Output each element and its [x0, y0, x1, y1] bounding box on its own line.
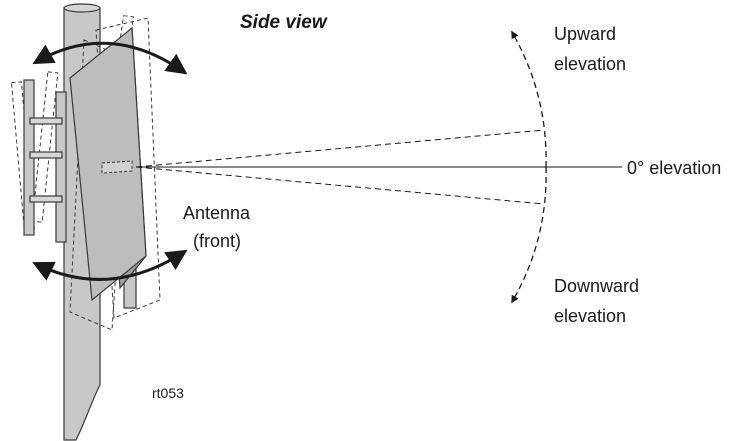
downward-elevation-label-line2: elevation: [554, 306, 626, 326]
downward-elevation-label-line1: Downward: [554, 276, 639, 296]
upward-elevation-label-line1: Upward: [554, 24, 616, 44]
antenna-label-line2: (front): [193, 231, 241, 251]
antenna-dish: [69, 26, 147, 302]
tilt-arrow-top: [32, 41, 188, 75]
figure-code: rt053: [152, 385, 184, 401]
tilt-arrow-bottom: [32, 249, 188, 281]
downward-elevation-arc: [511, 166, 547, 304]
downward-beam-line: [135, 166, 545, 205]
upward-elevation-arc: [511, 30, 547, 168]
upward-elevation-label-line2: elevation: [554, 54, 626, 74]
diagram-title: Side view: [240, 12, 328, 33]
antenna-label-line1: Antenna: [183, 203, 251, 223]
elevation-lines: [135, 30, 622, 304]
zero-elevation-label: 0° elevation: [627, 158, 721, 178]
upward-beam-line: [135, 129, 545, 168]
